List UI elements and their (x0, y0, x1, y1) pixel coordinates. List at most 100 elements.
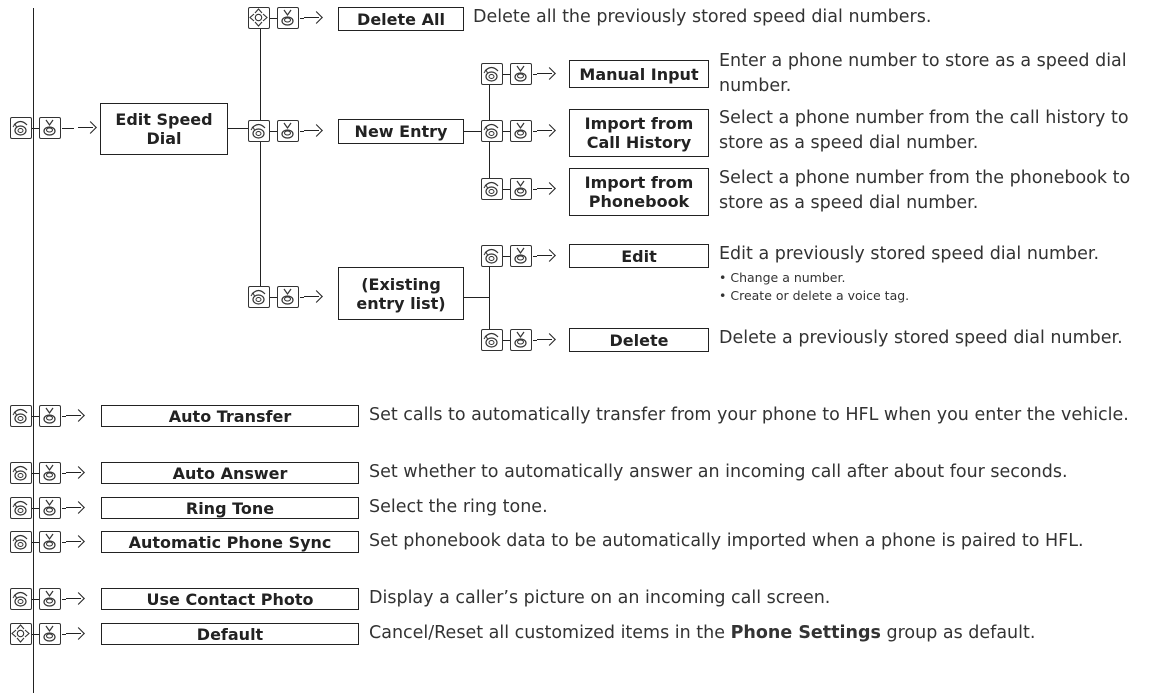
rotate-knob-icon-glyph (12, 408, 28, 424)
arrow-icon (304, 11, 324, 25)
rotate-knob-icon-glyph (483, 332, 499, 348)
rotate-knob-icon-glyph (250, 289, 266, 305)
connector-line (270, 18, 277, 19)
use-contact-photo-box[interactable]: Use Contact Photo (101, 588, 359, 610)
arrow-icon (304, 290, 324, 304)
import-call-history-box[interactable]: Import from Call History (569, 109, 709, 157)
connector-line (62, 508, 66, 509)
connector-line (32, 473, 39, 474)
connector-line (503, 189, 510, 190)
press-knob-icon (510, 120, 532, 142)
connector-line (533, 340, 537, 341)
rotate-knob-icon-glyph (250, 123, 266, 139)
press-knob-icon-glyph (514, 180, 527, 197)
press-knob-icon (510, 178, 532, 200)
connector-line (62, 128, 74, 129)
rotate-knob-icon-glyph (483, 181, 499, 197)
connector-line (464, 297, 489, 298)
auto-transfer-desc: Set calls to automatically transfer from… (369, 405, 1129, 425)
press-knob-icon-glyph (43, 464, 56, 481)
connector-line (62, 473, 66, 474)
edit-box[interactable]: Edit (569, 244, 709, 268)
rotate-knob-icon-glyph (12, 500, 28, 516)
press-knob-icon-glyph (43, 499, 56, 516)
rotate-knob-icon-glyph (12, 591, 28, 607)
ring-tone-box[interactable]: Ring Tone (101, 497, 359, 519)
connector-line (464, 131, 481, 132)
automatic-phone-sync-desc: Set phonebook data to be automatically i… (369, 531, 1084, 551)
rotate-knob-icon-glyph (12, 465, 28, 481)
move-knob-icon (248, 7, 270, 29)
rotate-knob-icon (481, 178, 503, 200)
bullet-dot: • (719, 288, 731, 303)
arrow-icon (66, 466, 86, 480)
arrow-icon (537, 249, 557, 263)
rotate-knob-icon-glyph (12, 120, 28, 136)
connector-line (32, 599, 39, 600)
existing-entry-list-box[interactable]: (Existing entry list) (338, 267, 464, 320)
edit-desc: Edit a previously stored speed dial numb… (719, 244, 1100, 264)
import-phonebook-box[interactable]: Import from Phonebook (569, 168, 709, 216)
arrow-icon (66, 501, 86, 515)
arrow-icon (66, 592, 86, 606)
press-knob-icon (510, 245, 532, 267)
automatic-phone-sync-box[interactable]: Automatic Phone Sync (101, 531, 359, 553)
press-knob-icon (510, 329, 532, 351)
manual-input-box[interactable]: Manual Input (569, 60, 709, 88)
import-phonebook-desc: Select a phone number from the phonebook… (719, 168, 1131, 213)
delete-box[interactable]: Delete (569, 328, 709, 352)
import-call-history-desc: Select a phone number from the call hist… (719, 108, 1129, 153)
arrow-icon (537, 124, 557, 138)
rotate-knob-icon-glyph (483, 123, 499, 139)
arrow-icon (537, 333, 557, 347)
arrow-icon (537, 182, 557, 196)
connector-line (228, 128, 248, 129)
auto-transfer-box[interactable]: Auto Transfer (101, 405, 359, 427)
rotate-knob-icon (10, 462, 32, 484)
rotate-knob-icon (248, 286, 270, 308)
press-knob-icon (39, 117, 61, 139)
main-trunk-line (33, 8, 34, 693)
new-entry-box[interactable]: New Entry (338, 119, 464, 144)
press-knob-icon-glyph (514, 331, 527, 348)
arrow-icon (66, 409, 86, 423)
press-knob-icon-glyph (43, 119, 56, 136)
rotate-knob-icon-glyph (483, 66, 499, 82)
auto-answer-box[interactable]: Auto Answer (101, 462, 359, 484)
press-knob-icon-glyph (281, 122, 294, 139)
connector-line (533, 131, 537, 132)
press-knob-icon-glyph (43, 590, 56, 607)
connector-line (533, 189, 537, 190)
press-knob-icon (39, 588, 61, 610)
press-knob-icon-glyph (514, 247, 527, 264)
default-box[interactable]: Default (101, 623, 359, 645)
press-knob-icon (39, 531, 61, 553)
rotate-knob-icon (481, 63, 503, 85)
press-knob-icon (39, 462, 61, 484)
delete-all-box[interactable]: Delete All (338, 7, 464, 31)
edit-bullet-item: • Create or delete a voice tag. (719, 288, 909, 304)
press-knob-icon-glyph (43, 625, 56, 642)
bullet-dot: • (719, 270, 731, 285)
arrow-icon (78, 121, 98, 135)
move-knob-icon (10, 623, 32, 645)
connector-line (300, 131, 304, 132)
use-contact-photo-desc: Display a caller’s picture on an incomin… (369, 588, 831, 608)
rotate-knob-icon (10, 531, 32, 553)
press-knob-icon-glyph (514, 122, 527, 139)
connector-line (270, 297, 277, 298)
connector-line (533, 74, 537, 75)
rotate-knob-icon (10, 117, 32, 139)
ring-tone-desc: Select the ring tone. (369, 497, 548, 517)
press-knob-icon-glyph (43, 407, 56, 424)
press-knob-icon-glyph (281, 288, 294, 305)
connector-line (62, 542, 66, 543)
move-knob-icon-glyph (249, 8, 268, 27)
bullet-text: Change a number. (730, 270, 846, 285)
press-knob-icon-glyph (43, 533, 56, 550)
edit-speed-dial-box[interactable]: Edit Speed Dial (100, 103, 228, 155)
connector-line (62, 634, 66, 635)
connector-line (503, 74, 510, 75)
connector-line (300, 297, 304, 298)
